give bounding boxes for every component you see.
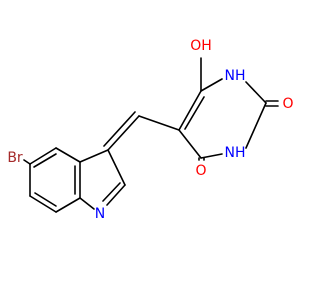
bond-n-c7a: [79, 197, 95, 210]
bond-n1-c2: [245, 81, 267, 104]
bond-c5-ch: [138, 115, 180, 131]
bond-c2i-n: [106, 184, 126, 206]
bond-c4-c5-double: [33, 153, 57, 168]
atom-label-br: Br: [7, 150, 23, 166]
indole-pyrrole-ring: [79, 149, 126, 210]
bond-c6-c5: [178, 90, 202, 131]
bond-c2-n3: [245, 102, 267, 149]
indole-benzene-ring: [23, 147, 81, 213]
bond-ch-c3: [107, 115, 140, 151]
atom-label-nh-top: NH: [225, 68, 246, 84]
bond-n3-c4: [200, 153, 223, 159]
molecule-diagram: OH NH O NH O Br N: [7, 38, 293, 222]
atom-label-n-indole: N: [95, 206, 105, 222]
bond-c3a-c3: [79, 149, 109, 163]
bond-c4-c5: [178, 129, 202, 159]
atom-labels: OH NH O NH O Br N: [7, 38, 293, 222]
methylidene-linker: [103, 111, 180, 151]
bond-c6-c7: [29, 195, 57, 213]
bond-c2i-n-double: [102, 182, 121, 202]
bond-ch-c3-double: [103, 111, 136, 147]
bond-c5-c6-double: [184, 96, 205, 130]
bond-c4-c5: [29, 147, 57, 165]
bond-c6-n1: [200, 78, 223, 92]
bond-c7-c7a: [55, 197, 81, 213]
molecule-structure: OH NH O NH O Br N: [7, 38, 293, 222]
atom-label-o-right: O: [282, 96, 293, 112]
bond-c3-c2i: [107, 149, 126, 186]
bond-c6-c7-double: [34, 192, 57, 207]
bond-c3a-c4: [55, 147, 81, 163]
bond-br: [23, 159, 31, 165]
atom-label-o-bottom: O: [195, 163, 206, 179]
pyrimidine-ring: [178, 57, 279, 161]
atom-label-oh: OH: [190, 38, 212, 54]
atom-label-nh-bottom: NH: [225, 145, 246, 161]
